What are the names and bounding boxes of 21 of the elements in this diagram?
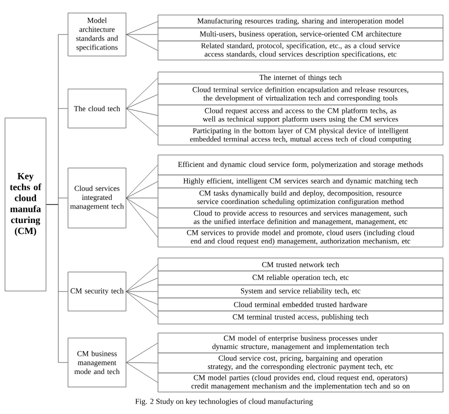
connector-line: [126, 198, 158, 238]
connector-line: [126, 342, 158, 363]
connector-line: [126, 291, 158, 318]
root-box: Key techs of cloud manufa cturing (CM): [4, 118, 46, 292]
connector-line: [126, 362, 158, 364]
connector-line: [126, 198, 158, 218]
connector-line: [126, 291, 158, 305]
connector-line: [126, 164, 158, 198]
connector-line: [126, 181, 158, 198]
connector-line: [126, 108, 158, 136]
connector-line: [126, 362, 158, 383]
connector-line: [126, 34, 158, 51]
connector-line: [126, 21, 158, 35]
connector-line: [126, 94, 158, 109]
connector-line: [126, 291, 158, 292]
connector-line: [126, 34, 158, 35]
connector-line: [126, 264, 158, 292]
connector-line: [126, 78, 158, 109]
connector-line: [126, 278, 158, 292]
connector-line: [46, 204, 68, 363]
connector-line: [126, 108, 158, 116]
